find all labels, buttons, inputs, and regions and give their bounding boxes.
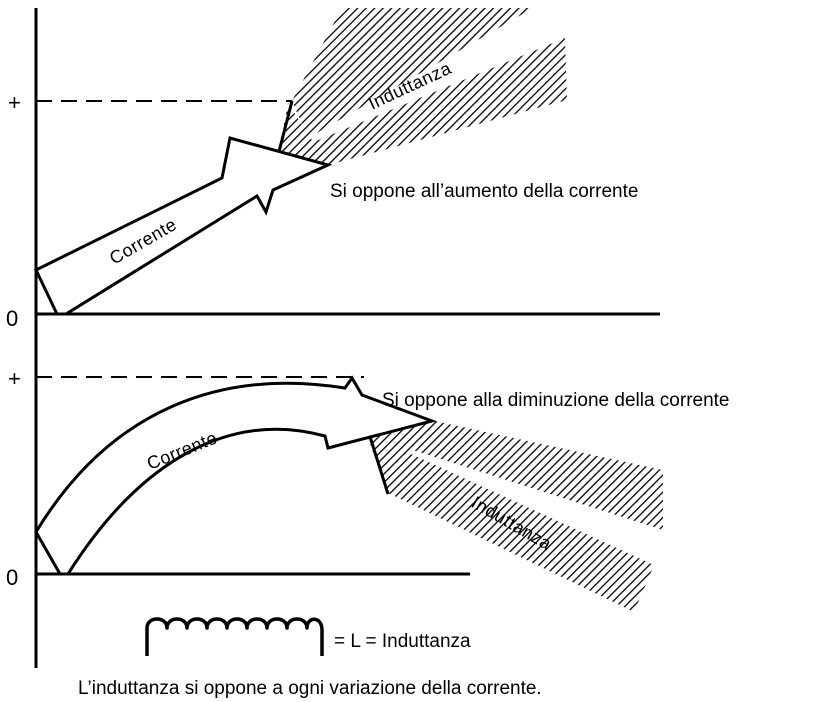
top-inductance-band-tip [278, 103, 328, 165]
bottom-plus-label: + [8, 366, 21, 391]
bottom-inductance-band-lower [386, 448, 654, 612]
bottom-current-arrow [34, 375, 437, 576]
top-zero-label: 0 [6, 306, 18, 331]
legend-text: = L = Induttanza [334, 631, 471, 652]
top-plus-label: + [8, 90, 21, 115]
bottom-note: Si oppone alla diminuzione della corrent… [382, 390, 730, 411]
bottom-inductance-band-upper [372, 420, 663, 530]
inductor-coil-icon [145, 617, 324, 656]
caption: L’induttanza si oppone a ogni variazione… [78, 678, 542, 699]
top-current-arrow [34, 136, 333, 316]
top-note: Si oppone all’aumento della corrente [330, 181, 638, 202]
bottom-zero-label: 0 [6, 565, 18, 590]
top-inductance-band-lower [304, 38, 567, 165]
top-inductance-band-upper [292, 8, 533, 138]
